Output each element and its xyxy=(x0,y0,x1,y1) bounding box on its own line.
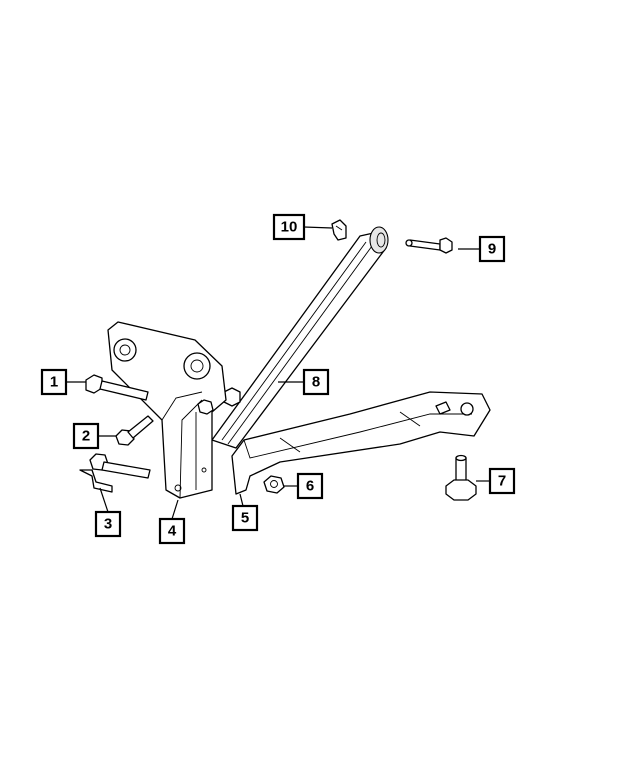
callout-6-label: 6 xyxy=(306,478,314,495)
callout-8: 8 xyxy=(302,368,330,396)
callout-4-label: 4 xyxy=(168,523,177,540)
part-6-nut xyxy=(263,475,285,494)
callout-3: 3 xyxy=(94,510,122,538)
callout-10-label: 10 xyxy=(281,219,298,236)
part-7-stud-bolt xyxy=(445,454,477,501)
callout-6: 6 xyxy=(296,472,324,500)
callout-8-label: 8 xyxy=(312,374,320,391)
callout-9-label: 9 xyxy=(488,241,496,258)
callout-3-label: 3 xyxy=(104,516,112,533)
callout-5: 5 xyxy=(231,504,259,532)
leader-lines xyxy=(66,226,490,520)
callout-2-label: 2 xyxy=(82,428,90,445)
part-8-brace xyxy=(211,226,389,449)
callout-1-label: 1 xyxy=(50,374,58,391)
callout-5-label: 5 xyxy=(241,510,249,527)
callout-10: 10 xyxy=(272,213,306,241)
part-10-clip xyxy=(331,219,347,241)
part-5-arm xyxy=(231,391,491,495)
part-2-bolt xyxy=(115,415,154,446)
part-3-bolt-clip xyxy=(79,453,151,493)
callout-1: 1 xyxy=(40,368,68,396)
part-1-bolt xyxy=(85,374,149,401)
callout-9: 9 xyxy=(478,235,506,263)
callout-2: 2 xyxy=(72,422,100,450)
part-9-bolt xyxy=(405,237,453,254)
callout-7-label: 7 xyxy=(498,473,506,490)
part-4-bracket xyxy=(107,321,227,499)
callout-4: 4 xyxy=(158,517,186,545)
callout-7: 7 xyxy=(488,467,516,495)
